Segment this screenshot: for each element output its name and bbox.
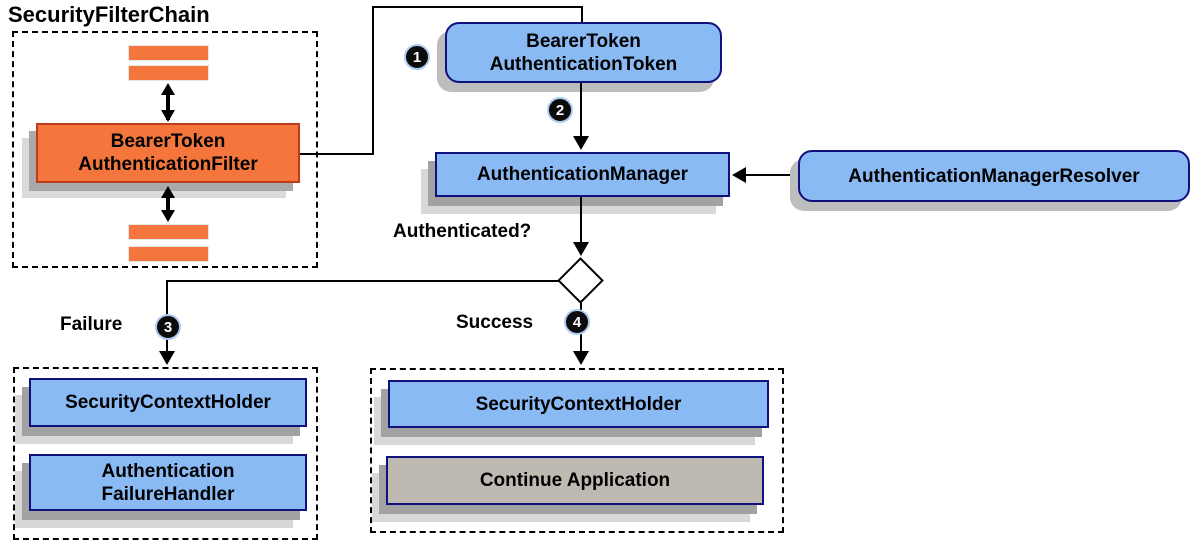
arrowhead-left-icon xyxy=(732,167,746,183)
decision-diamond xyxy=(557,257,604,304)
arrowhead-down-icon xyxy=(573,351,589,365)
filter-bar xyxy=(128,224,209,240)
node-label: SecurityContextHolder xyxy=(475,393,682,415)
node-label: SecurityContextHolder xyxy=(65,392,271,413)
node-label-line: BearerToken xyxy=(526,30,641,52)
filter-bar xyxy=(128,65,209,81)
filter-bar xyxy=(128,246,209,262)
authenticated-label: Authenticated? xyxy=(393,221,532,242)
arrowhead-down-icon xyxy=(573,136,589,150)
success-group-box xyxy=(370,368,784,533)
arrowhead-down-icon xyxy=(573,242,589,256)
node-label-line: AuthenticationFilter xyxy=(78,154,258,175)
node-label: Continue Application xyxy=(479,470,671,491)
authentication-manager-resolver-node: AuthenticationManagerResolver xyxy=(798,150,1190,202)
continue-application-node: Continue Application xyxy=(386,456,764,505)
failure-label: Failure xyxy=(60,314,123,335)
step-1-badge: 1 xyxy=(404,44,430,70)
node-label-line: FailureHandler xyxy=(101,483,235,505)
step-2-badge: 2 xyxy=(547,97,573,123)
success-security-context-holder-node: SecurityContextHolder xyxy=(388,380,769,428)
security-filter-chain-box xyxy=(12,31,318,268)
arrowhead-down-icon xyxy=(159,351,175,365)
failure-group-box xyxy=(13,367,318,540)
step-4-badge: 4 xyxy=(564,309,590,335)
node-label: AuthenticationManagerResolver xyxy=(848,165,1140,187)
success-label: Success xyxy=(456,312,534,333)
filter-bar xyxy=(128,45,209,61)
bearer-token-authentication-token-node: BearerToken AuthenticationToken xyxy=(445,22,722,83)
bearer-token-authentication-filter-node: BearerToken AuthenticationFilter xyxy=(36,123,300,183)
node-label: AuthenticationManager xyxy=(476,164,689,185)
node-label-line: Authentication xyxy=(101,460,235,482)
failure-security-context-holder-node: SecurityContextHolder xyxy=(29,378,307,427)
node-label-line: BearerToken xyxy=(110,131,226,152)
node-label-line: AuthenticationToken xyxy=(489,53,678,75)
authentication-manager-node: AuthenticationManager xyxy=(435,152,730,197)
step-3-badge: 3 xyxy=(155,314,181,340)
security-filter-chain-title: SecurityFilterChain xyxy=(8,2,210,27)
authentication-failure-handler-node: Authentication FailureHandler xyxy=(29,454,307,511)
